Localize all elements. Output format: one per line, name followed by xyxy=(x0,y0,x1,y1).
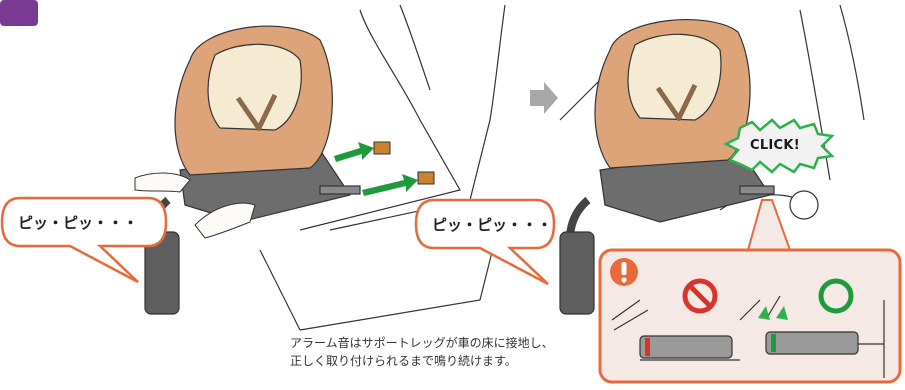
ok-circle-icon xyxy=(818,278,854,314)
support-leg-detail-correct xyxy=(739,295,885,378)
callout-box xyxy=(598,248,902,384)
right-arrow-icon xyxy=(530,82,558,114)
speech-bubble-left xyxy=(0,196,168,284)
click-burst xyxy=(723,118,835,174)
isofix-anchor-upper xyxy=(373,141,391,155)
speech-bubble-left-text: ピッ・ピッ・・・ xyxy=(18,214,139,232)
callout-pointer xyxy=(746,199,792,251)
step-badge xyxy=(0,0,38,26)
caption-line-2: 正しく取り付けられるまで鳴り続けます。 xyxy=(290,354,517,368)
speech-bubble-right-text: ピッ・ピッ・・・ xyxy=(432,216,553,234)
child-seat-right xyxy=(559,18,775,315)
caption-line-1: アラーム音はサポートレッグが車の床に接地し、 xyxy=(290,336,554,350)
speech-bubble-right xyxy=(414,198,556,286)
hands-left xyxy=(134,172,256,239)
insert-arrow-upper xyxy=(334,142,374,162)
exclamation-icon xyxy=(610,258,638,286)
insert-arrow-lower xyxy=(362,174,418,196)
child-seat-left xyxy=(144,25,361,315)
isofix-anchor-lower xyxy=(417,171,435,185)
prohibited-icon xyxy=(682,278,718,314)
support-leg-detail-wrong xyxy=(611,299,740,361)
click-label: CLICK! xyxy=(750,138,801,153)
